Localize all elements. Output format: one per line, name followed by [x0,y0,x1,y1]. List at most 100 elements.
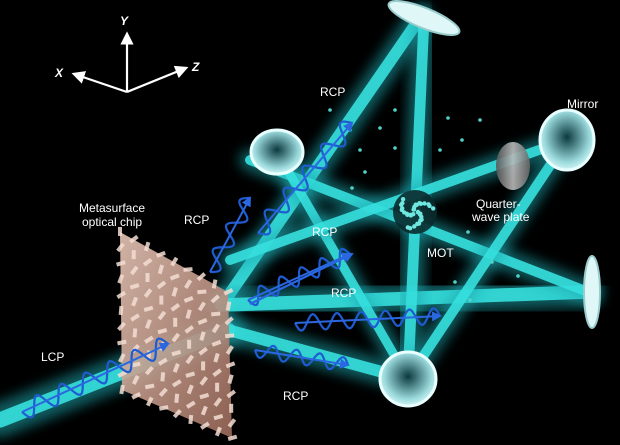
rcp-center-label: RCP [331,286,357,300]
nanopillar [196,272,207,282]
nanopillar [185,309,192,320]
atom [446,116,450,120]
nanopillar [130,361,141,368]
nanopillar [185,400,196,409]
nanopillar [156,250,166,258]
nanopillar [183,267,193,272]
atom [350,186,354,190]
metasurface-label-line2: optical chip [82,215,143,229]
atom [438,148,442,152]
mot-atom [414,202,419,207]
nanopillar [129,283,140,290]
nanopillar [229,403,234,413]
mot-atom [400,200,405,206]
nanopillar [212,368,222,378]
nanopillar [143,288,153,298]
mot-label: MOT [427,246,454,260]
nanopillar [199,331,206,341]
nanopillar [131,296,139,307]
nanopillar [173,317,178,327]
nanopillar [171,379,182,388]
atom [460,138,464,142]
nanopillar [210,294,220,304]
nanopillar [183,295,194,303]
propagation-arrow [254,349,350,369]
mot-atom-cloud [393,190,437,234]
mot-atom [422,201,427,206]
nanopillar [199,392,210,400]
quarter-wave-label-line2: wave plate [472,210,530,224]
nanopillar [144,319,152,329]
nanopillar [188,414,194,425]
nanopillar [174,393,180,403]
right-mirror [538,108,596,172]
quarter-wave-label-line1: Quarter- [476,197,521,211]
nanopillar [200,405,208,416]
nanopillar [214,426,222,437]
atom [348,128,352,132]
rcp-top-label: RCP [320,85,346,99]
propagation-arrow [21,342,170,413]
z-axis-label: Z [192,60,200,74]
nanopillar [171,287,178,297]
nanopillar [225,361,236,369]
nanopillar [157,327,168,335]
mot-atom [405,225,411,230]
nanopillar [116,242,125,253]
atom [466,230,470,234]
nanopillar [144,383,155,390]
mot-atom [430,206,436,211]
nanopillar [197,318,208,326]
propagation-arrow [209,196,251,273]
rcp-bottom-label: RCP [283,389,309,403]
nanopillar [158,387,168,397]
nanopillar [185,354,195,365]
mot-atom [408,212,413,218]
nanopillar [187,339,192,349]
mot-atom [400,206,405,211]
lcp-label: LCP [41,350,65,364]
nanopillar [227,418,237,428]
nanopillar [211,323,220,334]
propagation-arrow [249,253,354,305]
nanopillar [197,289,207,295]
nanopillar [116,290,127,300]
nanopillar [129,265,139,276]
nanopillar [184,279,193,290]
nanopillar [213,413,224,421]
nanopillar [144,335,154,344]
nanopillar [170,302,181,312]
nanopillar [213,352,220,363]
quarter-wave-plate [496,142,530,190]
nanopillar [117,321,127,332]
atom [393,108,397,112]
nanopillar [199,376,209,386]
nanopillar [159,295,164,305]
left-waveplate [249,128,305,176]
nanopillar [143,241,151,252]
nanopillar [226,389,236,399]
nanopillar [130,313,140,322]
mot-atom [418,201,424,207]
nanopillar [118,353,126,363]
mot-atom [418,218,423,223]
nanopillar [197,301,207,312]
mot-atom [400,196,406,202]
nanopillar [142,257,153,267]
atom [378,126,382,130]
nanopillar [117,370,128,378]
nanopillar [213,397,223,407]
atom [328,108,332,112]
y-axis-label: Y [120,14,129,28]
nanopillar [132,328,138,338]
nanopillar [117,339,127,346]
nanopillar [200,421,210,430]
mot-atom [417,212,423,217]
nanopillar [198,346,208,356]
atom [453,280,457,284]
nanopillar [157,310,167,321]
mot-atom [411,207,417,212]
nanopillar [171,332,181,343]
chip-nanopillars [116,227,238,442]
